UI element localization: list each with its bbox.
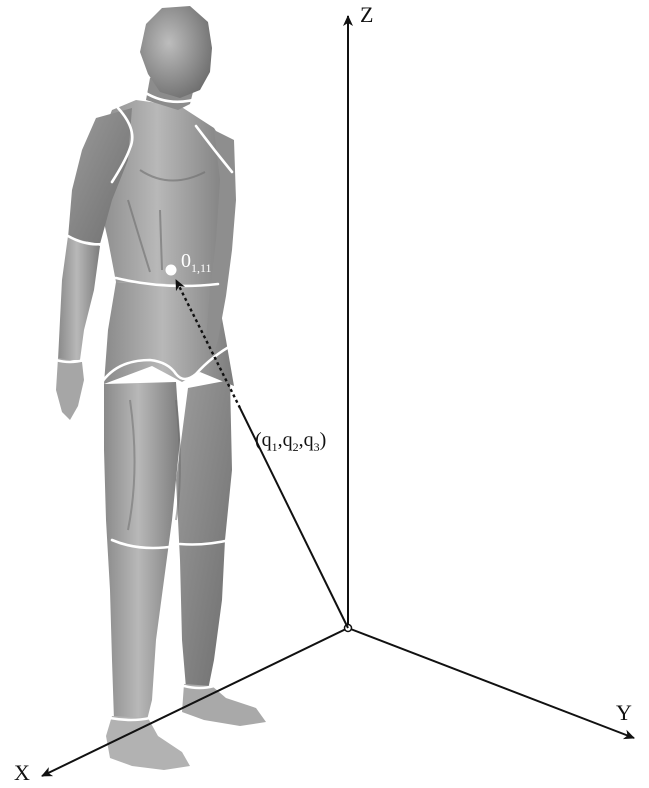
vec-q3: q bbox=[304, 429, 314, 451]
left-foot bbox=[182, 684, 266, 726]
segment-origin-label-main: 0 bbox=[181, 250, 191, 272]
vec-q1: q bbox=[262, 429, 272, 451]
vec-q2: q bbox=[283, 429, 293, 451]
segment-origin-label-sub: 1,11 bbox=[191, 261, 212, 275]
z-axis-label: Z bbox=[360, 2, 373, 27]
segment-origin-point bbox=[166, 265, 177, 276]
x-axis-label: X bbox=[14, 760, 30, 785]
y-axis-label: Y bbox=[616, 700, 632, 725]
vector-coordinates-label: (q1,q2,q3) bbox=[255, 429, 326, 454]
y-axis bbox=[348, 628, 634, 738]
right-forearm bbox=[58, 236, 100, 360]
vec-close-paren: ) bbox=[320, 429, 327, 451]
right-hand bbox=[56, 358, 84, 420]
right-leg bbox=[104, 382, 180, 724]
human-figure bbox=[56, 6, 266, 770]
left-leg bbox=[176, 380, 232, 690]
